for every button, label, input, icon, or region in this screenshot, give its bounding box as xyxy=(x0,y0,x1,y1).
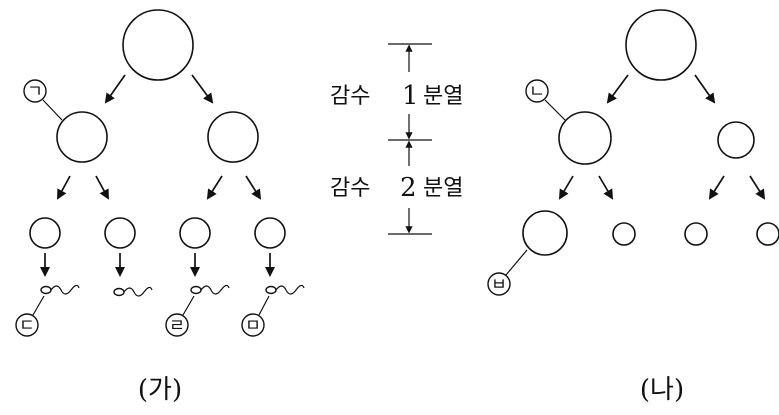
label-digeut-circle xyxy=(15,313,39,337)
panel-ga: ㄱ ㄷ xyxy=(15,9,305,405)
cell-ga-m2-1 xyxy=(29,217,61,249)
cell-na-m1-left xyxy=(558,111,612,165)
cell-ga-m1-right xyxy=(207,111,259,163)
stage-meiosis1-number: 1 xyxy=(402,81,419,111)
arrow-ga-m1-left xyxy=(104,74,126,104)
panel-na: ㄴ ㅂ (나) xyxy=(487,9,779,405)
cell-ga-m2-2 xyxy=(104,217,136,249)
panel-caption-na: (나) xyxy=(640,375,684,405)
stage-legend: 감수 1 분열 감수 2 분열 xyxy=(330,43,463,235)
cell-na-m1-right xyxy=(717,121,755,159)
label-digeut: ㄷ xyxy=(19,316,35,336)
leader-mieum xyxy=(258,295,270,316)
arrow-ga-m1-right xyxy=(191,74,214,104)
cell-na-m2-2 xyxy=(612,222,636,246)
arrow-ga-m2-3 xyxy=(206,175,223,200)
label-nieun-circle xyxy=(525,79,549,103)
arrow-na-m2-1 xyxy=(558,175,574,200)
stage-meiosis1: 감수 1 분열 xyxy=(330,81,463,111)
arrow-na-m1-right xyxy=(694,74,716,104)
leader-bieup xyxy=(505,249,528,276)
stage-meiosis1-prefix: 감수 xyxy=(330,84,370,109)
arrow-na-m2-2 xyxy=(598,175,614,200)
label-giyeok: ㄱ xyxy=(27,82,43,102)
panel-caption-ga: (가) xyxy=(138,375,182,405)
label-bieup-circle xyxy=(487,272,511,296)
arrow-ga-m2-1 xyxy=(57,175,71,200)
sperm-3 xyxy=(190,284,230,295)
arrow-na-m2-3 xyxy=(708,175,725,200)
stage-meiosis2-suffix: 분열 xyxy=(423,176,463,201)
stage-meiosis2-number: 2 xyxy=(400,173,417,203)
arrow-na-m1-left xyxy=(606,74,629,104)
sperm-4 xyxy=(265,284,305,295)
cell-ga-m1-left xyxy=(56,111,108,163)
cell-na-m2-4 xyxy=(756,222,779,246)
leader-giyeok xyxy=(42,99,63,121)
leader-nieun xyxy=(544,99,566,121)
cell-ga-m2-4 xyxy=(254,217,286,249)
arrow-ga-m2-2 xyxy=(95,175,109,200)
parent-cell-na xyxy=(625,9,697,81)
label-nieun: ㄴ xyxy=(529,82,545,102)
label-rieul: ㄹ xyxy=(169,316,185,336)
arrow-ga-m2-4 xyxy=(245,175,262,200)
parent-cell-ga xyxy=(122,9,194,81)
cell-ga-m2-3 xyxy=(179,217,211,249)
label-mieum: ㅁ xyxy=(245,316,261,336)
leader-rieul xyxy=(182,295,195,316)
label-rieul-circle xyxy=(165,313,189,337)
label-mieum-circle xyxy=(241,313,265,337)
arrow-na-m2-4 xyxy=(749,175,766,200)
stage-meiosis2-prefix: 감수 xyxy=(330,176,370,201)
cell-na-m2-1 xyxy=(522,210,568,256)
stage-meiosis1-suffix: 분열 xyxy=(423,84,463,109)
cell-na-m2-3 xyxy=(684,222,708,246)
leader-digeut xyxy=(32,295,45,316)
label-bieup: ㅂ xyxy=(491,275,507,295)
label-giyeok-circle xyxy=(23,79,47,103)
sperm-1 xyxy=(40,284,80,295)
sperm-2 xyxy=(113,286,153,297)
stage-meiosis2: 감수 2 분열 xyxy=(330,173,463,203)
